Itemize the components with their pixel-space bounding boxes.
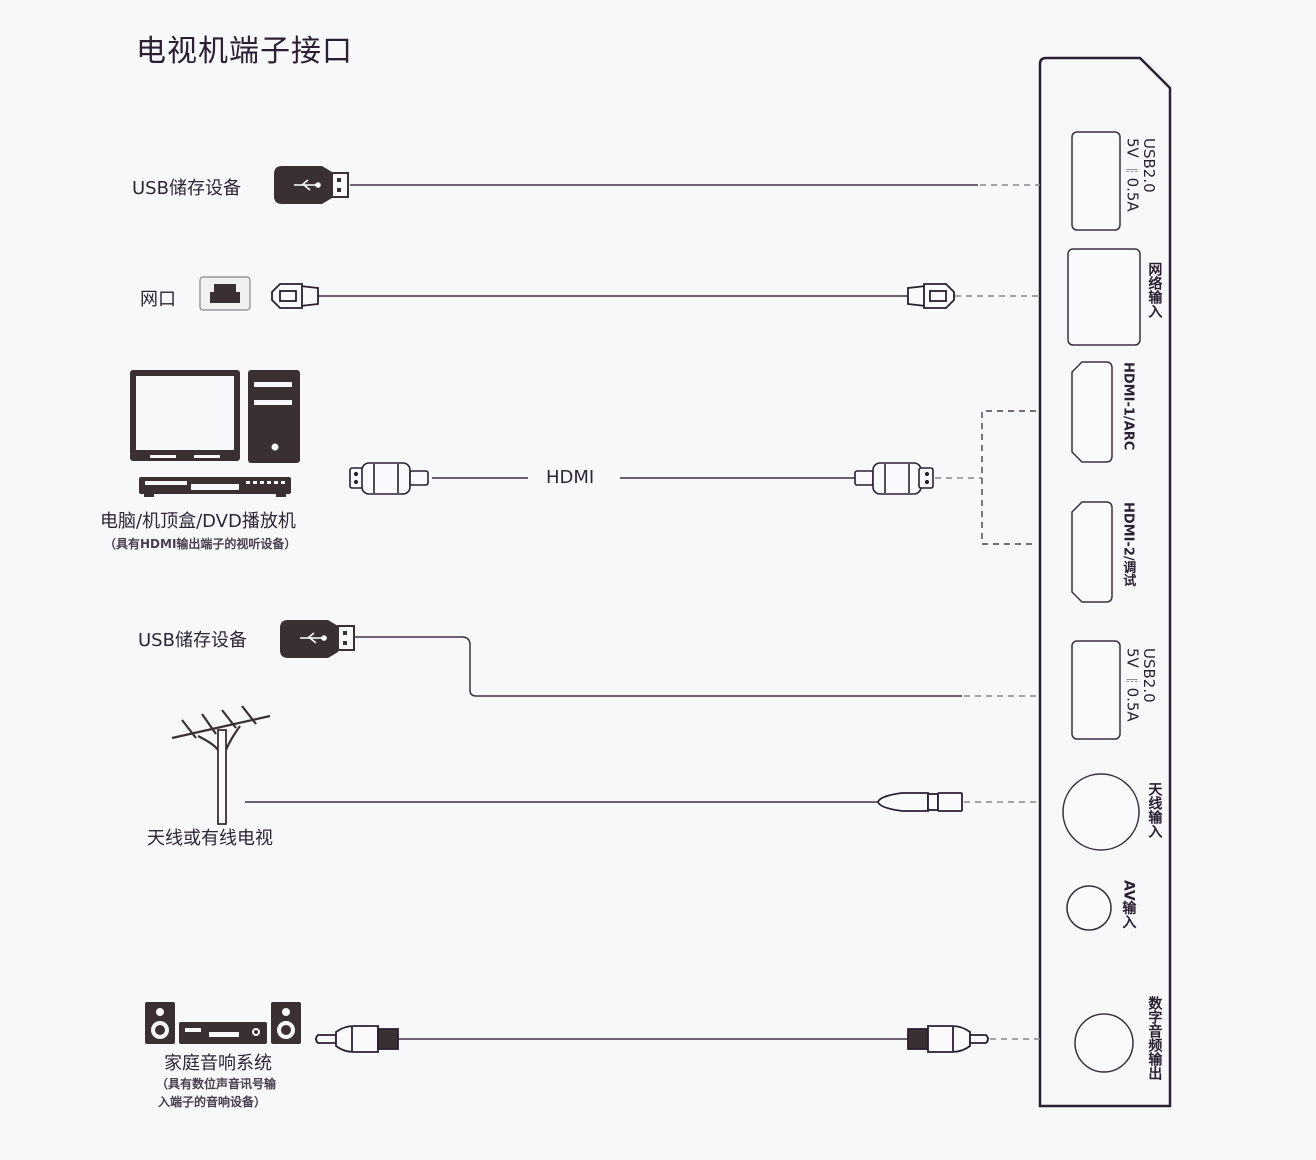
- label-audio: 家庭音响系统: [164, 1053, 272, 1074]
- sublabel-audio-1: （具有数位声音讯号输: [156, 1077, 277, 1091]
- label-hdmi-cable: HDMI: [546, 467, 595, 488]
- sublabel-hdmi-source: （具有HDMI输出端子的视听设备）: [104, 537, 297, 551]
- usb-stick-icon-2: [280, 620, 355, 658]
- label-hdmi-source: 电脑/机顶盒/DVD播放机: [100, 511, 296, 532]
- label-usb-2: USB储存设备: [138, 630, 247, 651]
- port-antenna-in: [1062, 773, 1140, 851]
- computer-settopbox-dvd-icon: [130, 370, 300, 497]
- port-label-lan: 网络输入: [1146, 262, 1163, 318]
- port-label-usb-2-line1: USB2.0: [1140, 648, 1158, 703]
- antenna-icon: [171, 705, 271, 825]
- port-label-usb-2-line2: 5V ⎓0.5A: [1123, 648, 1142, 722]
- label-network: 网口: [140, 289, 176, 310]
- rj45-plug-right-icon: [907, 283, 955, 309]
- audio-plug-left-icon: [315, 1025, 399, 1053]
- port-av-in: [1066, 885, 1112, 931]
- coax-plug-icon: [877, 792, 963, 812]
- hdmi-plug-left-icon: [349, 462, 429, 495]
- port-label-av-in: AV输入: [1120, 880, 1137, 929]
- port-hdmi-2: [1071, 501, 1113, 603]
- port-lan: [1067, 248, 1141, 346]
- port-label-antenna-in: 天线输入: [1146, 782, 1163, 838]
- usb-stick-icon: [274, 166, 349, 204]
- audio-plug-right-icon: [907, 1025, 989, 1053]
- port-hdmi-1: [1071, 361, 1113, 463]
- port-usb-2: [1071, 640, 1121, 740]
- port-usb-1: [1071, 131, 1121, 231]
- hdmi-plug-right-icon: [854, 462, 934, 495]
- sublabel-audio-2: 入端子的音响设备）: [158, 1095, 267, 1109]
- port-label-hdmi-2: HDMI-2/调试: [1120, 502, 1136, 587]
- port-label-hdmi-1: HDMI-1/ARC: [1120, 362, 1136, 451]
- ethernet-port-icon: [199, 276, 251, 311]
- dash-hdmi-bracket: [981, 410, 1036, 545]
- label-usb-1: USB储存设备: [132, 178, 241, 199]
- port-label-digital-audio-out: 数字音频输出: [1146, 996, 1163, 1080]
- port-label-usb-1-line2: 5V ⎓0.5A: [1123, 138, 1142, 212]
- label-antenna: 天线或有线电视: [147, 828, 273, 849]
- tv-panel-outline: [1038, 56, 1172, 1108]
- home-stereo-icon: [145, 1002, 301, 1044]
- port-label-usb-1-line1: USB2.0: [1140, 138, 1158, 193]
- cable-usb-2: [354, 636, 962, 697]
- page-title: 电视机端子接口: [136, 34, 353, 69]
- rj45-plug-left-icon: [271, 283, 319, 309]
- port-digital-audio-out: [1074, 1013, 1134, 1073]
